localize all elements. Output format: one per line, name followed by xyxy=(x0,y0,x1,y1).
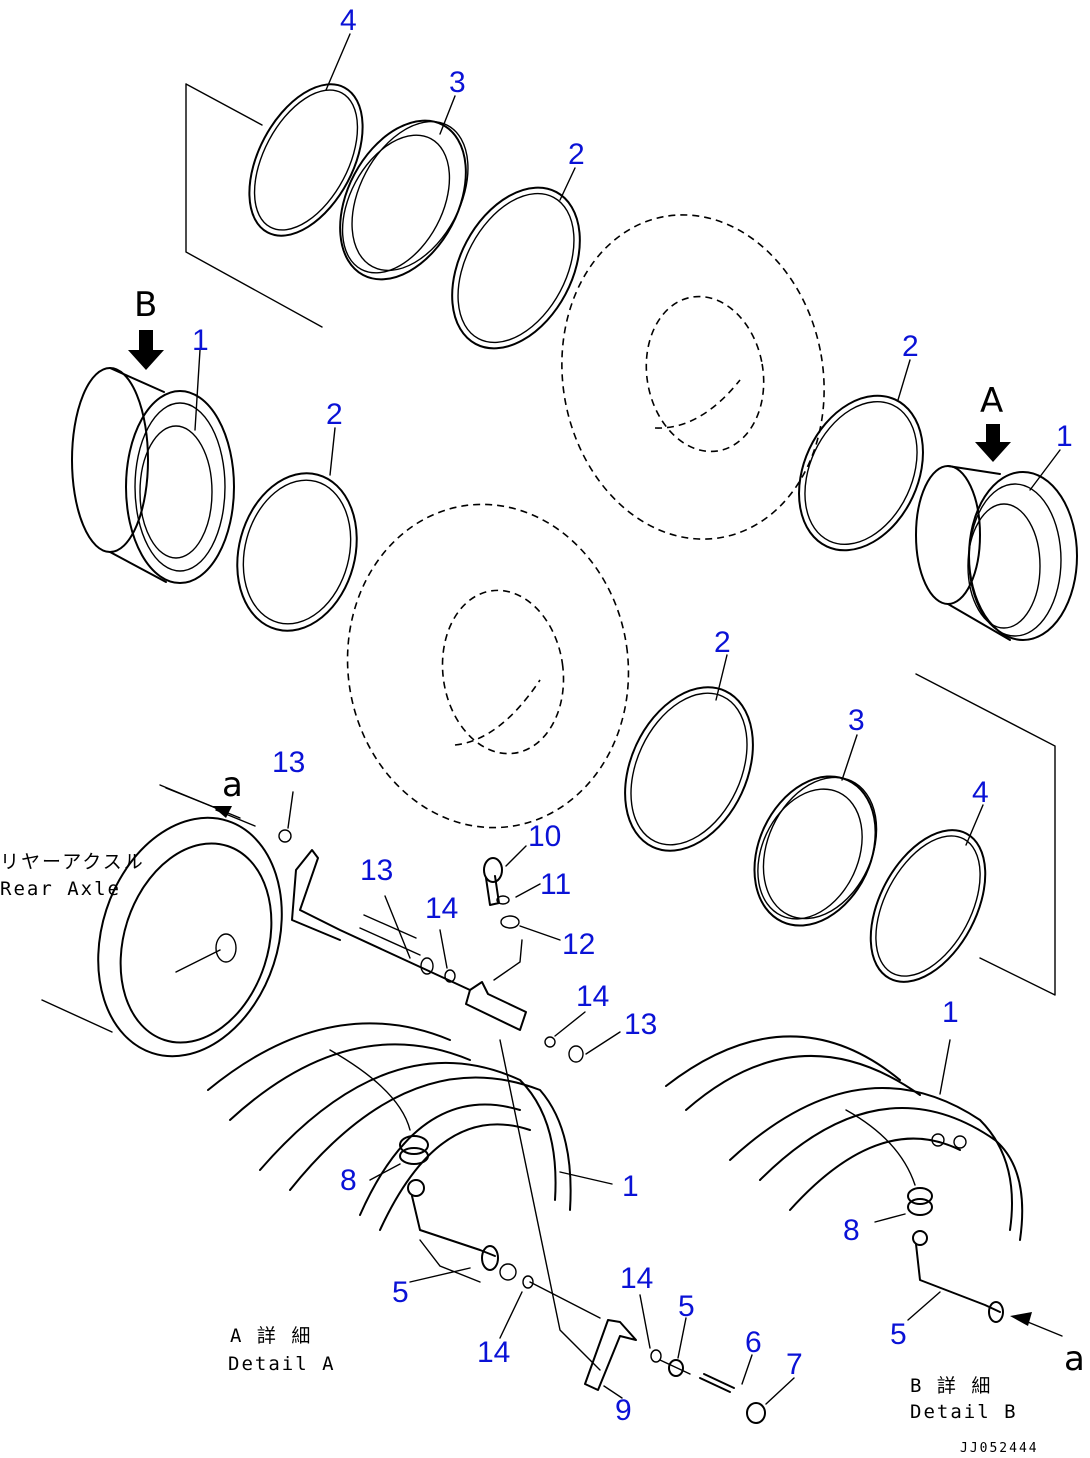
callout-tube-5-a: 5 xyxy=(392,1276,409,1309)
leader-lines xyxy=(194,33,1061,1405)
callout-nut-13-right: 13 xyxy=(624,1008,657,1041)
callout-ring-2-lower: 2 xyxy=(714,626,731,659)
flow-letter-a-upper: a xyxy=(222,765,243,805)
view-a-arrow-icon xyxy=(975,424,1011,462)
callout-part-7: 7 xyxy=(786,1348,803,1381)
callout-washer-11: 11 xyxy=(540,868,571,901)
callout-tube-5-b: 5 xyxy=(678,1290,695,1323)
callout-ring-2-right: 2 xyxy=(902,330,919,363)
callout-rim-left: 1 xyxy=(192,324,209,357)
callout-washer-14-right: 14 xyxy=(576,980,609,1013)
detail-b-label-en: Detail B xyxy=(910,1401,1018,1423)
group-frame-upper xyxy=(185,83,323,328)
wheel-rim-right xyxy=(915,465,1078,641)
ring-4-lower xyxy=(869,829,987,983)
flow-arrow-lower-icon xyxy=(1010,1312,1063,1337)
tube-bracket-assembly xyxy=(278,829,601,1371)
callout-bracket-9: 9 xyxy=(615,1394,632,1427)
callout-rim-detail-a: 1 xyxy=(622,1170,639,1203)
flow-arrow-upper-icon xyxy=(159,784,256,827)
detail-a-label-en: Detail A xyxy=(228,1353,336,1375)
callout-nut-13-top: 13 xyxy=(272,746,305,779)
rear-axle-label-jp: リヤーアクスル xyxy=(0,851,145,873)
ring-2-right xyxy=(798,394,924,552)
callout-washer-14-mid: 14 xyxy=(425,892,458,925)
callout-ring-2-left: 2 xyxy=(326,398,343,431)
callout-ring-3-upper: 3 xyxy=(449,66,466,99)
detail-a-wheel xyxy=(207,1022,572,1289)
ring-4-upper xyxy=(248,83,364,237)
callout-rim-detail-b: 1 xyxy=(942,996,959,1029)
valve-bracket-assembly xyxy=(529,1281,766,1424)
ring-2-upper xyxy=(451,186,581,350)
callout-washer-14-lower-right: 14 xyxy=(620,1262,653,1295)
tire-lower xyxy=(346,503,630,829)
ring-2-lower xyxy=(624,686,754,852)
rear-axle-label-en: Rear Axle xyxy=(0,878,121,900)
callout-valve-8-b: 8 xyxy=(843,1214,860,1247)
ring-3-upper xyxy=(339,119,469,281)
callout-washer-14-lower-left: 14 xyxy=(477,1336,510,1369)
group-frame-lower xyxy=(915,673,1056,996)
drawing-code: JJ052444 xyxy=(960,1441,1039,1456)
detail-a-label-jp: A 詳 細 xyxy=(230,1325,312,1347)
callout-ring-2-upper: 2 xyxy=(568,138,585,171)
flow-letter-a-lower: a xyxy=(1064,1339,1085,1379)
view-b-arrow-icon xyxy=(128,330,164,370)
callout-washer-12: 12 xyxy=(562,928,595,961)
view-letter-b: B xyxy=(134,285,157,325)
callout-valve-8-a: 8 xyxy=(340,1164,357,1197)
callout-tube-5-c: 5 xyxy=(890,1318,907,1351)
callout-rim-right: 1 xyxy=(1056,420,1073,453)
wheel-rim-left xyxy=(71,367,235,584)
ring-3-lower xyxy=(753,775,878,927)
callout-ring-4-lower: 4 xyxy=(972,776,989,809)
view-letter-a: A xyxy=(980,381,1003,421)
rear-axle-hub xyxy=(41,787,471,1058)
detail-b-label-jp: B 詳 細 xyxy=(910,1375,992,1397)
callout-bolt-10: 10 xyxy=(528,820,561,853)
tire-upper xyxy=(561,214,825,540)
callout-part-6: 6 xyxy=(745,1326,762,1359)
callout-nut-13-mid: 13 xyxy=(360,854,393,887)
callout-ring-3-lower: 3 xyxy=(848,704,865,737)
detail-b-wheel xyxy=(665,1035,1024,1323)
ring-2-left xyxy=(236,472,358,632)
callout-ring-4-upper: 4 xyxy=(340,4,357,37)
